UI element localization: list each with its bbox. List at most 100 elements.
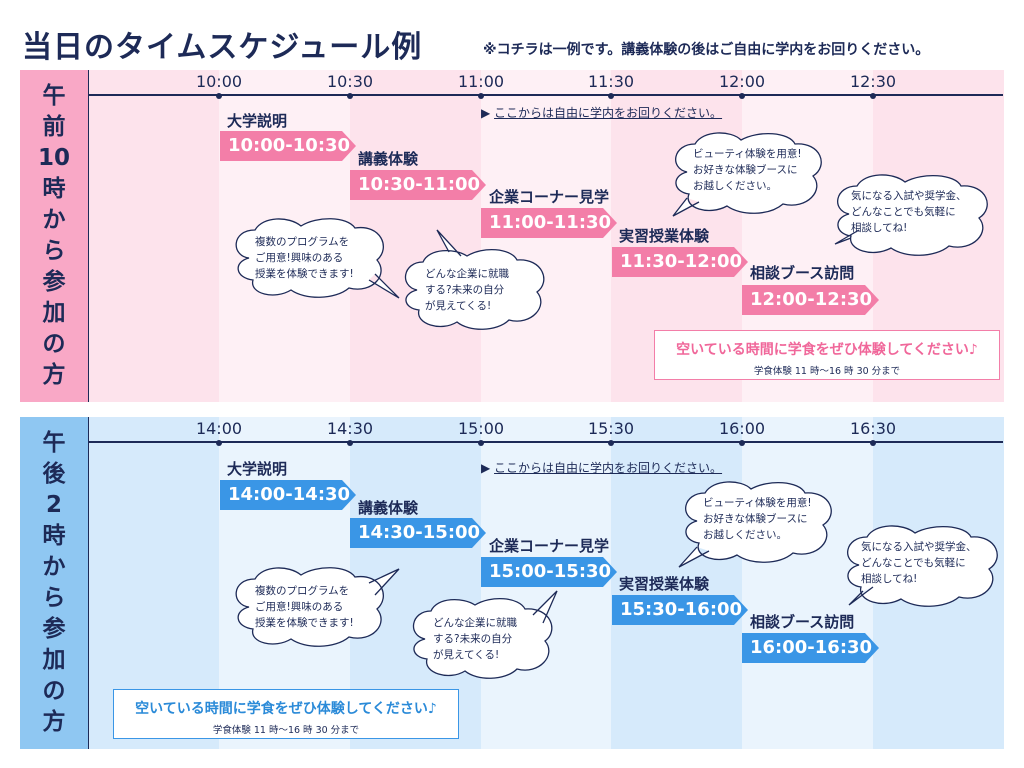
- time-axis: [89, 94, 1003, 96]
- speech-bubble-programs: 複数のプログラムを ご用意!興味のある 授業を体験できます!: [229, 567, 400, 647]
- time-label: 11:30: [587, 72, 635, 91]
- speech-bubble-companies: どんな企業に就職 する?未来の自分 が見えてくる!: [407, 590, 558, 679]
- event-title: 企業コーナー見学: [489, 188, 610, 206]
- time-label: 14:30: [326, 419, 374, 438]
- sidebar-label-char: か: [42, 554, 66, 580]
- cafeteria-hours: 学食体験 11 時〜16 時 30 分まで: [212, 725, 360, 736]
- time-label: 15:00: [457, 419, 505, 438]
- event-title: 相談ブース訪問: [750, 264, 855, 282]
- time-label: 12:30: [849, 72, 897, 91]
- sidebar-label-char: 参: [42, 269, 66, 295]
- bubble-shape: [413, 590, 558, 679]
- bubble-text: 複数のプログラムを ご用意!興味のある 授業を体験できます!: [255, 585, 354, 629]
- speech-bubble-consult: 気になる入試や奨学金、 どんなことでも気軽に 相談してね!: [831, 174, 991, 256]
- time-tick: [216, 440, 222, 446]
- event-title: 大学説明: [227, 112, 288, 130]
- sidebar-label-char: 2: [45, 492, 62, 518]
- event-title: 企業コーナー見学: [489, 537, 610, 555]
- sidebar-label-char: 方: [42, 362, 66, 388]
- bubble-shape: [235, 218, 400, 299]
- morning-timeline: 10:00 10:30 11:00 11:30 12:00 12:30 ▶ ここ…: [88, 70, 1004, 402]
- bubble-text: どんな企業に就職 する?未来の自分 が見えてくる!: [433, 617, 517, 661]
- cafeteria-text: 空いている時間に学食をぜひ体験してください♪: [676, 342, 978, 358]
- time-label: 14:00: [195, 419, 243, 438]
- bubble-text: 気になる入試や奨学金、 どんなことでも気軽に 相談してね!: [861, 541, 977, 585]
- time-tick: [870, 440, 876, 446]
- event-time-arrow: 15:00-15:30: [481, 557, 617, 587]
- sidebar-label-char: の: [42, 678, 66, 704]
- afternoon-timeline: 14:00 14:30 15:00 15:30 16:00 16:30 ▶ ここ…: [88, 417, 1004, 749]
- bubble-shape: [672, 132, 822, 217]
- time-axis: [89, 441, 1003, 443]
- event-time-arrow: 14:00-14:30: [220, 480, 356, 510]
- event-time-arrow: 15:30-16:00: [612, 595, 748, 625]
- event-title: 相談ブース訪問: [750, 613, 855, 631]
- time-tick: [608, 93, 614, 99]
- bubble-text: 気になる入試や奨学金、 どんなことでも気軽に 相談してね!: [851, 190, 967, 234]
- time-label: 16:00: [718, 419, 766, 438]
- event-time-arrow: 11:00-11:30: [481, 208, 617, 238]
- speech-bubble-beauty: ビューティ体験を用意! お好きな体験ブースに お越しください。: [678, 481, 834, 568]
- bubble-shape: [235, 567, 400, 647]
- sidebar-label-char: 参: [42, 616, 66, 642]
- sidebar-label-char: 前: [42, 114, 66, 140]
- sidebar-label-char: 10: [37, 145, 70, 171]
- sidebar-label-char: 午: [42, 430, 66, 456]
- event-time-arrow: 10:30-11:00: [350, 170, 486, 200]
- event-time-arrow: 11:30-12:00: [612, 247, 748, 277]
- time-label: 15:30: [587, 419, 635, 438]
- time-tick: [347, 93, 353, 99]
- cafeteria-note: 空いている時間に学食をぜひ体験してください♪ 学食体験 11 時〜16 時 30…: [113, 689, 459, 739]
- time-tick: [608, 440, 614, 446]
- event-time-arrow: 14:30-15:00: [350, 518, 486, 548]
- event-time-arrow: 12:00-12:30: [742, 285, 879, 315]
- time-label: 11:00: [457, 72, 505, 91]
- time-label: 10:00: [195, 72, 243, 91]
- time-label: 10:30: [326, 72, 374, 91]
- time-tick: [739, 93, 745, 99]
- sidebar-label-char: か: [42, 207, 66, 233]
- free-time-note: ▶ ここからは自由に学内をお回りください。: [481, 106, 723, 120]
- timeline-band: [611, 417, 742, 749]
- cafeteria-hours: 学食体験 11 時〜16 時 30 分まで: [753, 366, 901, 377]
- free-time-note: ▶ ここからは自由に学内をお回りください。: [481, 461, 723, 475]
- bubble-shape: [405, 229, 545, 330]
- time-tick: [870, 93, 876, 99]
- time-label: 16:30: [849, 419, 897, 438]
- time-tick: [347, 440, 353, 446]
- speech-bubble-programs: 複数のプログラムを ご用意!興味のある 授業を体験できます!: [229, 218, 400, 299]
- speech-bubble-consult: 気になる入試や奨学金、 どんなことでも気軽に 相談してね!: [841, 525, 1001, 607]
- event-time-arrow: 10:00-10:30: [220, 131, 356, 161]
- event-title: 実習授業体験: [619, 575, 710, 593]
- speech-bubble-companies: どんな企業に就職 する?未来の自分 が見えてくる!: [399, 229, 549, 330]
- sidebar-label-char: 時: [42, 523, 66, 549]
- time-tick: [739, 440, 745, 446]
- event-time-arrow: 16:00-16:30: [742, 633, 879, 663]
- event-title: 実習授業体験: [619, 227, 710, 245]
- event-title: 講義体験: [358, 150, 419, 168]
- bubble-text: 複数のプログラムを ご用意!興味のある 授業を体験できます!: [255, 236, 354, 280]
- sidebar-label-char: の: [42, 331, 66, 357]
- bubble-shape: [847, 525, 998, 607]
- sidebar-label-char: ら: [42, 585, 66, 611]
- time-tick: [478, 440, 484, 446]
- header-note: ※コチラは一例です。講義体験の後はご自由に学内をお回りください。: [483, 42, 930, 58]
- page-title: 当日のタイムスケジュール例: [22, 30, 423, 65]
- event-title: 大学説明: [227, 460, 288, 478]
- cafeteria-text: 空いている時間に学食をぜひ体験してください♪: [135, 701, 437, 717]
- sidebar-label-char: 加: [42, 300, 66, 326]
- bubble-shape: [834, 174, 988, 256]
- free-time-text: ここからは自由に学内をお回りください。: [494, 461, 723, 475]
- free-time-text: ここからは自由に学内をお回りください。: [494, 106, 723, 120]
- timeline-band: [89, 70, 219, 402]
- sidebar-label-char: 時: [42, 176, 66, 202]
- cafeteria-note: 空いている時間に学食をぜひ体験してください♪ 学食体験 11 時〜16 時 30…: [654, 330, 1000, 380]
- bubble-text: どんな企業に就職 する?未来の自分 が見えてくる!: [425, 268, 509, 312]
- sidebar-label-char: 後: [42, 461, 66, 487]
- sidebar-label-char: ら: [42, 238, 66, 264]
- sidebar-label-char: 方: [42, 709, 66, 735]
